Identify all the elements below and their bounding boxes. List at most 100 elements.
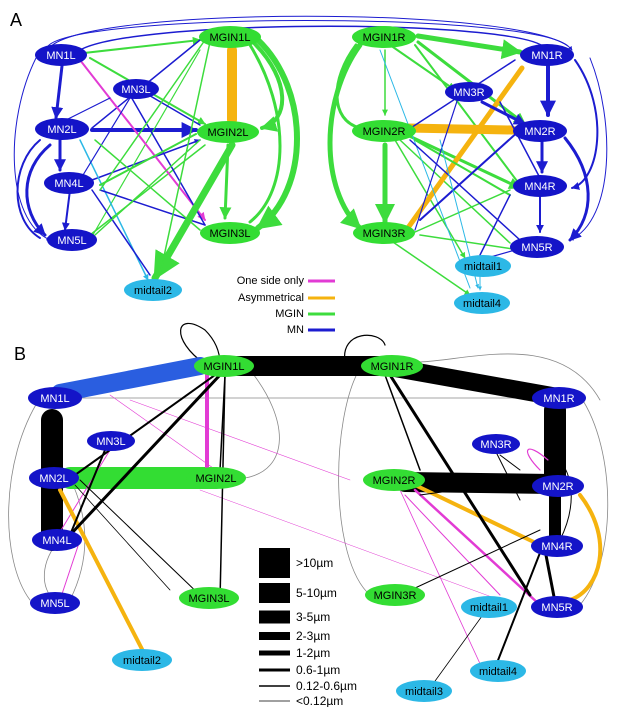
- node-b-mn3r[interactable]: MN3R: [472, 434, 520, 454]
- node-b-mgin2l[interactable]: MGIN2L: [186, 467, 246, 489]
- svg-text:MN3L: MN3L: [121, 84, 150, 96]
- svg-text:midtail1: midtail1: [464, 261, 502, 273]
- svg-text:One side only: One side only: [237, 275, 305, 287]
- legend-b-2-3: 2-3µm: [259, 629, 330, 643]
- node-b-mn1l[interactable]: MN1L: [28, 387, 82, 409]
- panel-a: A: [10, 10, 608, 336]
- svg-text:MN2L: MN2L: [39, 473, 68, 485]
- svg-text:MN: MN: [287, 324, 304, 336]
- svg-text:MN2L: MN2L: [47, 124, 76, 136]
- svg-text:midtail1: midtail1: [470, 602, 508, 614]
- node-b-mn3l[interactable]: MN3L: [87, 431, 135, 451]
- svg-text:0.12-0.6µm: 0.12-0.6µm: [296, 679, 357, 693]
- node-b-mn5r[interactable]: MN5R: [531, 596, 583, 618]
- panel-b: B: [8, 323, 609, 707]
- svg-text:MN3R: MN3R: [480, 439, 511, 451]
- node-a-mgin1r[interactable]: MGIN1R: [352, 26, 416, 48]
- node-a-mgin3r[interactable]: MGIN3R: [353, 222, 415, 244]
- svg-text:MGIN3R: MGIN3R: [374, 590, 417, 602]
- svg-text:MGIN3R: MGIN3R: [363, 228, 406, 240]
- node-a-mn3r[interactable]: MN3R: [445, 82, 493, 102]
- svg-text:MN3R: MN3R: [453, 87, 484, 99]
- node-b-mgin3r[interactable]: MGIN3R: [365, 584, 425, 606]
- svg-text:MGIN1R: MGIN1R: [363, 32, 406, 44]
- node-a-mn4l[interactable]: MN4L: [44, 172, 94, 194]
- svg-text:MGIN1R: MGIN1R: [371, 361, 414, 373]
- panel-a-nodes: MN1L MN3L MN2L MN4L MN5L MGIN1L MGIN2L M…: [35, 26, 574, 314]
- svg-text:MN3L: MN3L: [96, 436, 125, 448]
- node-b-mn4l[interactable]: MN4L: [32, 529, 82, 551]
- legend-b-0.6-1: 0.6-1µm: [259, 663, 340, 677]
- node-a-mn4r[interactable]: MN4R: [513, 175, 567, 197]
- node-a-mgin1l[interactable]: MGIN1L: [199, 26, 261, 48]
- svg-text:2-3µm: 2-3µm: [296, 629, 330, 643]
- svg-text:MN4R: MN4R: [524, 181, 555, 193]
- node-a-mn2r[interactable]: MN2R: [513, 120, 567, 142]
- svg-text:midtail4: midtail4: [479, 666, 517, 678]
- svg-text:MGIN1L: MGIN1L: [204, 361, 245, 373]
- node-b-mn1r[interactable]: MN1R: [532, 387, 586, 409]
- svg-text:MN2R: MN2R: [524, 126, 555, 138]
- node-a-mn1r[interactable]: MN1R: [520, 44, 574, 66]
- node-a-mgin2l[interactable]: MGIN2L: [197, 121, 259, 143]
- node-a-midtail1[interactable]: midtail1: [455, 255, 511, 277]
- legend-b-gt10: >10µm: [259, 548, 333, 578]
- node-a-midtail2[interactable]: midtail2: [124, 279, 182, 301]
- legend-b-0.12-0.6: 0.12-0.6µm: [259, 679, 357, 693]
- node-b-midtail2[interactable]: midtail2: [112, 649, 172, 671]
- svg-text:1-2µm: 1-2µm: [296, 646, 330, 660]
- svg-text:MN5L: MN5L: [57, 235, 86, 247]
- svg-text:MGIN2R: MGIN2R: [363, 126, 406, 138]
- svg-text:MN1L: MN1L: [40, 393, 69, 405]
- svg-text:5-10µm: 5-10µm: [296, 586, 337, 600]
- panel-b-label: B: [14, 344, 26, 364]
- svg-text:MGIN2R: MGIN2R: [373, 475, 416, 487]
- node-b-mn2r[interactable]: MN2R: [532, 475, 584, 497]
- node-a-mn5r[interactable]: MN5R: [510, 236, 564, 258]
- svg-text:Asymmetrical: Asymmetrical: [238, 292, 304, 304]
- svg-text:3-5µm: 3-5µm: [296, 610, 330, 624]
- node-a-mgin2r[interactable]: MGIN2R: [352, 120, 416, 142]
- node-a-mgin3l[interactable]: MGIN3L: [200, 222, 260, 244]
- svg-text:MGIN: MGIN: [275, 308, 304, 320]
- svg-text:MGIN3L: MGIN3L: [210, 228, 251, 240]
- legend-b-3-5: 3-5µm: [259, 610, 330, 624]
- node-b-mn2l[interactable]: MN2L: [29, 467, 79, 489]
- svg-text:midtail4: midtail4: [463, 298, 501, 310]
- svg-text:MN1L: MN1L: [46, 50, 75, 62]
- svg-text:MGIN2L: MGIN2L: [208, 127, 249, 139]
- node-b-mgin1l[interactable]: MGIN1L: [194, 355, 254, 377]
- node-b-midtail3[interactable]: midtail3: [396, 680, 452, 702]
- svg-text:MN1R: MN1R: [543, 393, 574, 405]
- node-a-mn5l[interactable]: MN5L: [47, 229, 97, 251]
- svg-text:midtail2: midtail2: [123, 655, 161, 667]
- svg-text:midtail3: midtail3: [405, 686, 443, 698]
- node-b-mn5l[interactable]: MN5L: [30, 592, 80, 614]
- panel-a-label: A: [10, 10, 22, 30]
- svg-text:MN5R: MN5R: [521, 242, 552, 254]
- node-b-midtail4[interactable]: midtail4: [470, 660, 526, 682]
- legend-a-one-side: One side only: [237, 275, 335, 287]
- panel-a-edges: [13, 15, 608, 296]
- node-a-midtail4[interactable]: midtail4: [454, 292, 510, 314]
- svg-text:MGIN1L: MGIN1L: [210, 32, 251, 44]
- node-b-mn4r[interactable]: MN4R: [531, 535, 583, 557]
- legend-b-5-10: 5-10µm: [259, 583, 337, 603]
- svg-text:MN4R: MN4R: [541, 541, 572, 553]
- node-b-mgin2r[interactable]: MGIN2R: [363, 469, 425, 491]
- svg-text:midtail2: midtail2: [134, 285, 172, 297]
- node-b-mgin3l[interactable]: MGIN3L: [179, 587, 239, 609]
- panel-a-legend: One side only Asymmetrical MGIN MN: [237, 275, 335, 336]
- svg-text:MGIN3L: MGIN3L: [189, 593, 230, 605]
- legend-b-1-2: 1-2µm: [259, 646, 330, 660]
- svg-text:0.6-1µm: 0.6-1µm: [296, 663, 340, 677]
- svg-text:MN1R: MN1R: [531, 50, 562, 62]
- svg-text:MN4L: MN4L: [42, 535, 71, 547]
- panel-b-nodes: MN1L MN3L MN2L MN4L MN5L MGIN1L MGIN2L M…: [28, 355, 586, 702]
- node-b-mgin1r[interactable]: MGIN1R: [361, 355, 423, 377]
- node-a-mn1l[interactable]: MN1L: [35, 44, 87, 66]
- node-a-mn3l[interactable]: MN3L: [113, 79, 159, 99]
- node-b-midtail1[interactable]: midtail1: [461, 596, 517, 618]
- node-a-mn2l[interactable]: MN2L: [35, 118, 89, 140]
